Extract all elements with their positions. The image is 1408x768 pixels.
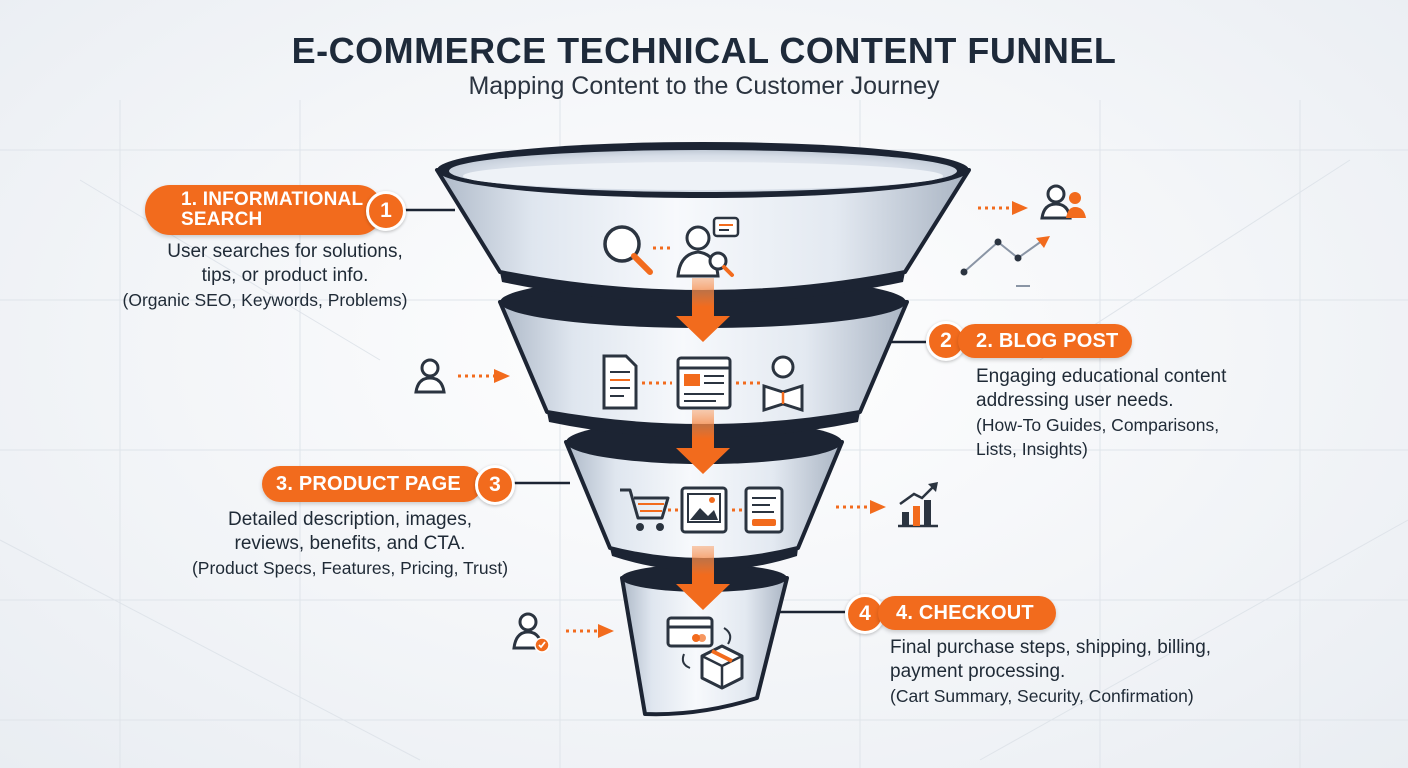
audience-icon <box>978 184 1086 220</box>
magnifier-icon <box>603 225 653 275</box>
stage-1-label: 1. INFORMATIONAL SEARCH <box>145 185 383 235</box>
stage-4-examples: (Cart Summary, Security, Confirmation) <box>890 686 1194 706</box>
stage-4-title: 4. CHECKOUT <box>896 602 1034 624</box>
page-subtitle: Mapping Content to the Customer Journey <box>468 72 940 100</box>
user-icon <box>414 358 510 394</box>
document-icon <box>602 354 638 410</box>
stage-3-label: 3. PRODUCT PAGE <box>262 466 482 502</box>
stage-3-description: Detailed description, images, reviews, b… <box>228 509 472 554</box>
stage-4-label: 4. CHECKOUT <box>878 596 1056 630</box>
browser-article-icon <box>676 356 732 410</box>
image-icon <box>680 486 728 534</box>
stage-2-description-block: Engaging educational content addressing … <box>976 365 1296 461</box>
cart-icon <box>620 488 670 531</box>
stage-2-label: 2. BLOG POST <box>958 324 1132 358</box>
page-title: E-COMMERCE TECHNICAL CONTENT FUNNEL <box>291 30 1117 71</box>
package-icon <box>681 644 744 690</box>
trend-line-icon <box>960 236 1050 287</box>
stage-2-examples: (How-To Guides, Comparisons, Lists, Insi… <box>976 415 1220 459</box>
stage-2-description: Engaging educational content addressing … <box>976 366 1227 411</box>
stage-1-examples: (Organic SEO, Keywords, Problems) <box>122 290 408 310</box>
stage-1-title: 1. INFORMATIONAL SEARCH <box>181 189 363 230</box>
credit-card-icon <box>666 616 732 648</box>
stage-3-examples: (Product Specs, Features, Pricing, Trust… <box>191 558 509 578</box>
stage-1-description-block: User searches for solutions, tips, or pr… <box>110 240 420 312</box>
stage-4-description-block: Final purchase steps, shipping, billing,… <box>890 636 1250 708</box>
bar-chart-icon <box>836 482 938 528</box>
stage-3-description-block: Detailed description, images, reviews, b… <box>180 508 520 580</box>
verified-user-icon <box>512 612 614 653</box>
stage-3-title: 3. PRODUCT PAGE <box>276 473 461 495</box>
stage-1-description: User searches for solutions, tips, or pr… <box>167 241 403 286</box>
reader-icon <box>762 355 804 413</box>
chat-bubble-icon <box>712 216 740 238</box>
stage-4-description: Final purchase steps, shipping, billing,… <box>890 637 1212 682</box>
flow-arrows <box>676 278 730 610</box>
stage-2-title: 2. BLOG POST <box>976 330 1119 352</box>
user-search-icon <box>676 225 734 278</box>
product-card-icon <box>744 486 784 534</box>
stage-3-badge: 3 <box>475 465 515 505</box>
stage-1-badge: 1 <box>366 191 406 231</box>
